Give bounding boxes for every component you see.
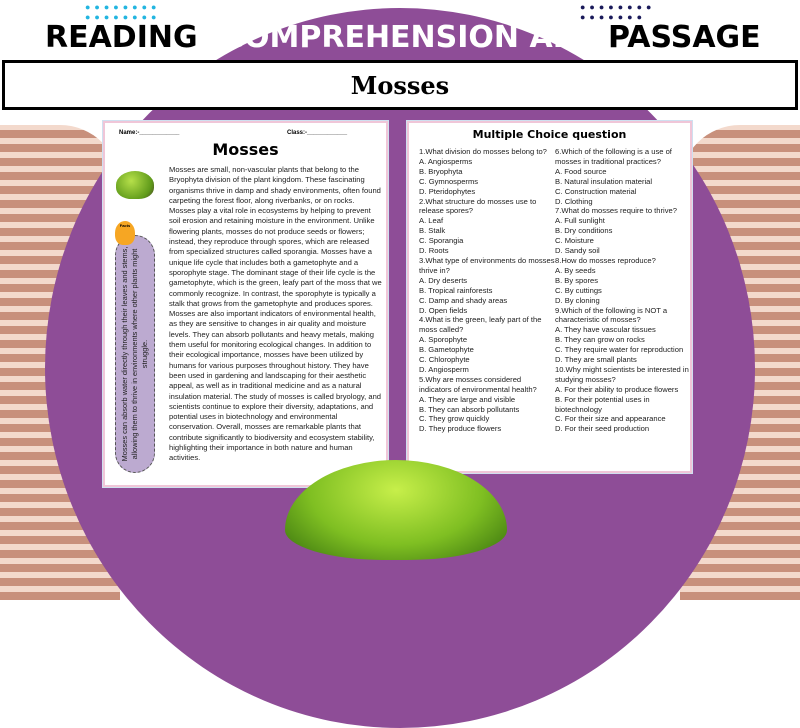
topic-title-box: Mosses: [2, 60, 798, 110]
answer-option: A. They have vascular tissues: [555, 325, 656, 335]
questions-column-1: 1.What division do mosses belong to?A. A…: [419, 147, 555, 434]
question-text: 2.What structure do mosses use to releas…: [419, 196, 537, 216]
answer-option: D. By cloning: [555, 295, 600, 305]
answer-option: D. Sandy soil: [555, 246, 600, 256]
answer-option: B. Gametophyte: [419, 345, 474, 355]
answer-option: D. Roots: [419, 246, 449, 256]
answer-option: B. Dry conditions: [555, 226, 613, 236]
question-text: 9.Which of the following is NOT a charac…: [555, 305, 668, 325]
moss-image-small: [116, 171, 154, 199]
answer-option: B. They can absorb pollutants: [419, 404, 520, 414]
answer-option: B. By spores: [555, 275, 599, 285]
answer-option: C. For their size and appearance: [555, 414, 666, 424]
multiple-choice-page: Multiple Choice question 1.What division…: [406, 120, 693, 474]
passage-title: Mosses: [212, 140, 279, 159]
answer-option: A. Food source: [555, 166, 607, 176]
passage-text: Mosses are small, non-vascular plants th…: [169, 165, 382, 463]
class-label: Class:-____________: [287, 130, 348, 136]
question-text: 4.What is the green, leafy part of the m…: [419, 315, 542, 335]
answer-option: D. Angiosperm: [419, 364, 469, 374]
question-text: 10.Why might scientists be interested in…: [555, 364, 689, 384]
answer-option: C. Sporangia: [419, 236, 464, 246]
header-word-passage: PASSAGE: [608, 20, 761, 55]
answer-option: C. They require water for reproduction: [555, 345, 684, 355]
answer-option: C. Damp and shady areas: [419, 295, 508, 305]
question-text: 5.Why are mosses considered indicators o…: [419, 374, 537, 394]
header-word-comprehension: COMPREHENSION AND: [222, 20, 603, 55]
answer-option: D. Open fields: [419, 305, 468, 315]
answer-option: A. They are large and visible: [419, 394, 516, 404]
answer-option: B. Bryophyta: [419, 166, 463, 176]
name-label: Name:-____________: [119, 130, 180, 136]
answer-option: A. Angiosperms: [419, 156, 473, 166]
answer-option: C. They grow quickly: [419, 414, 490, 424]
lightbulb-facts-icon: Facts: [115, 221, 135, 245]
facts-label: Facts: [119, 223, 131, 228]
answer-option: A. For their ability to produce flowers: [555, 384, 679, 394]
answer-option: A. Sporophyte: [419, 335, 468, 345]
answer-option: A. Full sunlight: [555, 216, 605, 226]
answer-option: D. For their seed production: [555, 424, 650, 434]
mc-title: Multiple Choice question: [472, 128, 627, 141]
dots-decoration-right: ●●●●●●●●●●●●●●●: [580, 2, 656, 22]
dots-decoration-left: ●●●●●●●●●●●●●●●●: [85, 2, 161, 22]
answer-option: C. Construction material: [555, 186, 637, 196]
answer-option: D. They produce flowers: [419, 424, 502, 434]
answer-option: A. Leaf: [419, 216, 444, 226]
answer-option: D. Clothing: [555, 196, 593, 206]
answer-option: C. By cuttings: [555, 285, 602, 295]
answer-option: B. Natural insulation material: [555, 176, 653, 186]
answer-option: A. Dry deserts: [419, 275, 468, 285]
questions-column-2: 6.Which of the following is a use of mos…: [555, 147, 691, 434]
answer-option: B. Stalk: [419, 226, 446, 236]
answer-option: B. Tropical rainforests: [419, 285, 493, 295]
answer-option: C. Chlorophyte: [419, 355, 470, 365]
answer-option: D. They are small plants: [555, 355, 637, 365]
answer-option: A. By seeds: [555, 265, 596, 275]
question-text: 7.What do mosses require to thrive?: [555, 206, 677, 216]
answer-option: D. Pteridophytes: [419, 186, 476, 196]
topic-title: Mosses: [350, 70, 450, 100]
fact-text: Mosses can absorb water directly through…: [120, 246, 149, 462]
question-text: 8.How do mosses reproduce?: [555, 255, 656, 265]
answer-option: C. Gymnosperms: [419, 176, 479, 186]
question-text: 3.What type of environments do mosses th…: [419, 255, 555, 275]
answer-option: B. For their potential uses in biotechno…: [555, 394, 650, 414]
answer-option: C. Moisture: [555, 236, 594, 246]
header-word-reading: READING: [45, 20, 198, 55]
facts-box: Mosses can absorb water directly through…: [115, 235, 155, 473]
answer-option: B. They can grow on rocks: [555, 335, 645, 345]
passage-page: Name:-____________ Class:-____________ M…: [102, 120, 389, 488]
question-text: 1.What division do mosses belong to?: [419, 147, 547, 156]
question-text: 6.Which of the following is a use of mos…: [555, 147, 672, 166]
